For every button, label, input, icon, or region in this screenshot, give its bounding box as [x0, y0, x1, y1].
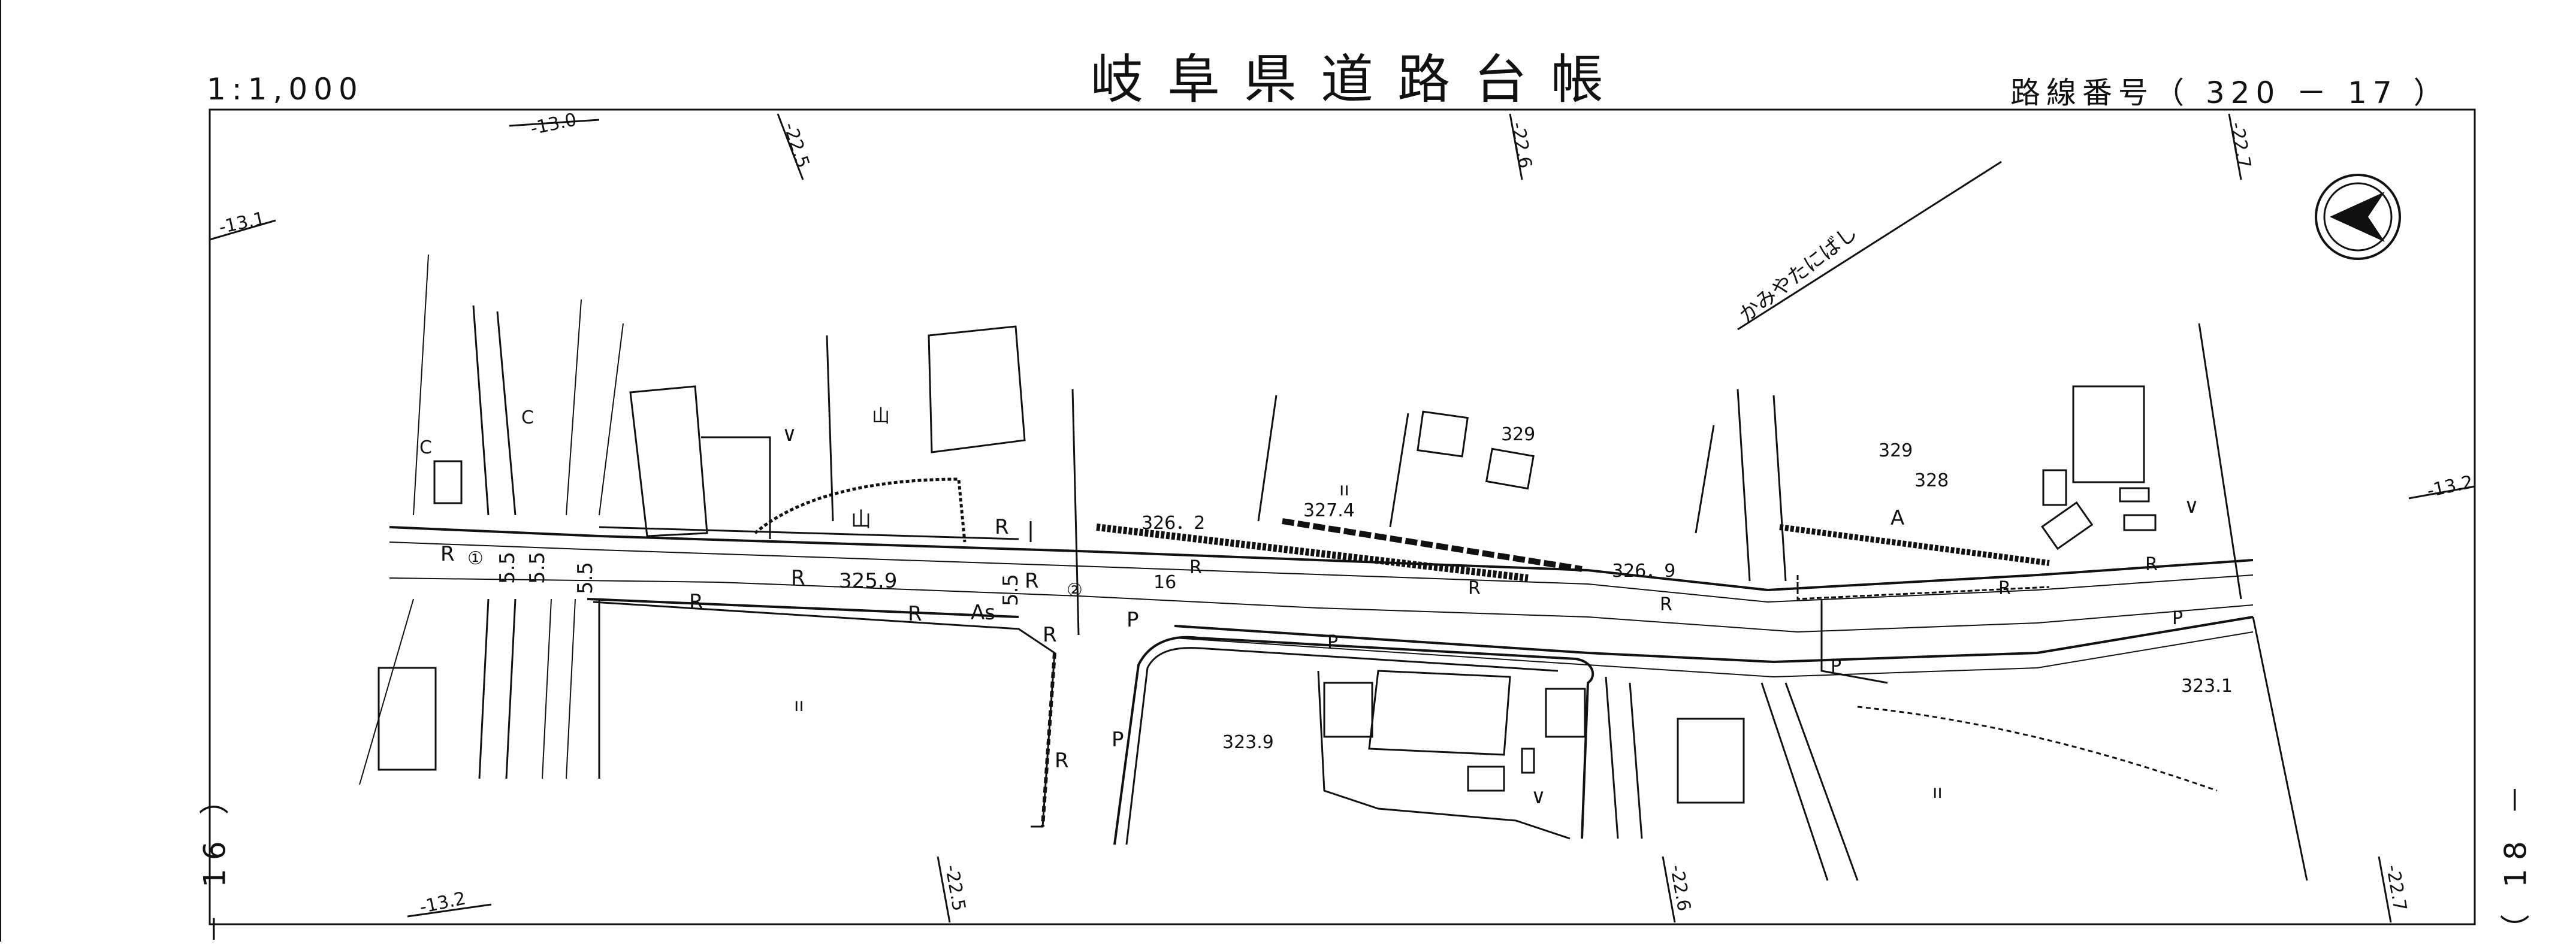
landuse-mark: ∨ [1531, 785, 1546, 809]
road-mark: R [1055, 749, 1069, 773]
elevation-label: 325.9 [839, 569, 898, 593]
landuse-mark: ıı [794, 695, 804, 716]
map-frame [209, 108, 2476, 925]
road-mark: 16 [1153, 572, 1177, 593]
road-mark: R [995, 515, 1009, 539]
road-mark: P [2172, 608, 2184, 629]
elevation-label: 323.9 [1222, 732, 1274, 753]
road-width: 5.5 [573, 561, 598, 595]
elevation-label: 329 [1879, 440, 1913, 461]
landuse-mark: A [1891, 506, 1905, 530]
elevation-label: 328 [1914, 470, 1949, 491]
landuse-mark: C [419, 437, 432, 458]
road-mark: R [1660, 594, 1672, 615]
road-mark: P [1831, 656, 1842, 677]
north-arrow-icon [2315, 174, 2401, 260]
map-title: 岐阜県道路台帳 [1091, 49, 1628, 110]
landuse-mark: ıı [1339, 479, 1349, 500]
road-mark: R [1043, 623, 1057, 647]
landuse-mark: 山 [872, 406, 890, 427]
road-mark: R [1998, 578, 2011, 599]
road-mark: P [1327, 632, 1339, 653]
elevation-label: 326．2 [1141, 513, 1206, 534]
road-mark: R [791, 566, 805, 590]
elevation-label: 326．9 [1612, 561, 1676, 582]
road-width: 5.5 [496, 551, 520, 585]
elevation-label: 327.4 [1303, 500, 1355, 521]
road-mark: R [2145, 554, 2158, 575]
landuse-mark: ıı [1932, 782, 1943, 803]
route-number: 路線番号（ 320 － 17 ） [2010, 75, 2450, 110]
road-width: 5.5 [526, 551, 550, 585]
road-mark: R [1189, 557, 1202, 578]
elevation-label: 323.1 [2181, 676, 2233, 697]
pavement-mark: As [971, 601, 995, 625]
road-mark: ① [467, 548, 484, 569]
road-mark: R [908, 602, 922, 626]
road-mark: P [1112, 728, 1124, 752]
road-mark: R [440, 542, 455, 566]
road-width: 5.5 [999, 573, 1023, 607]
landuse-mark: ∨ [2184, 494, 2199, 518]
road-mark: P [1127, 608, 1139, 632]
landuse-mark: C [521, 407, 534, 428]
road-mark: R [689, 590, 703, 614]
road-mark: R [1025, 569, 1039, 593]
map-scale: 1:1,000 [207, 72, 364, 107]
road-mark: ② [1067, 580, 1083, 601]
landuse-mark: ∨ [782, 422, 797, 446]
landuse-mark: 山 [851, 508, 871, 532]
road-mark: R [1468, 578, 1481, 599]
elevation-label: 329 [1501, 424, 1536, 445]
